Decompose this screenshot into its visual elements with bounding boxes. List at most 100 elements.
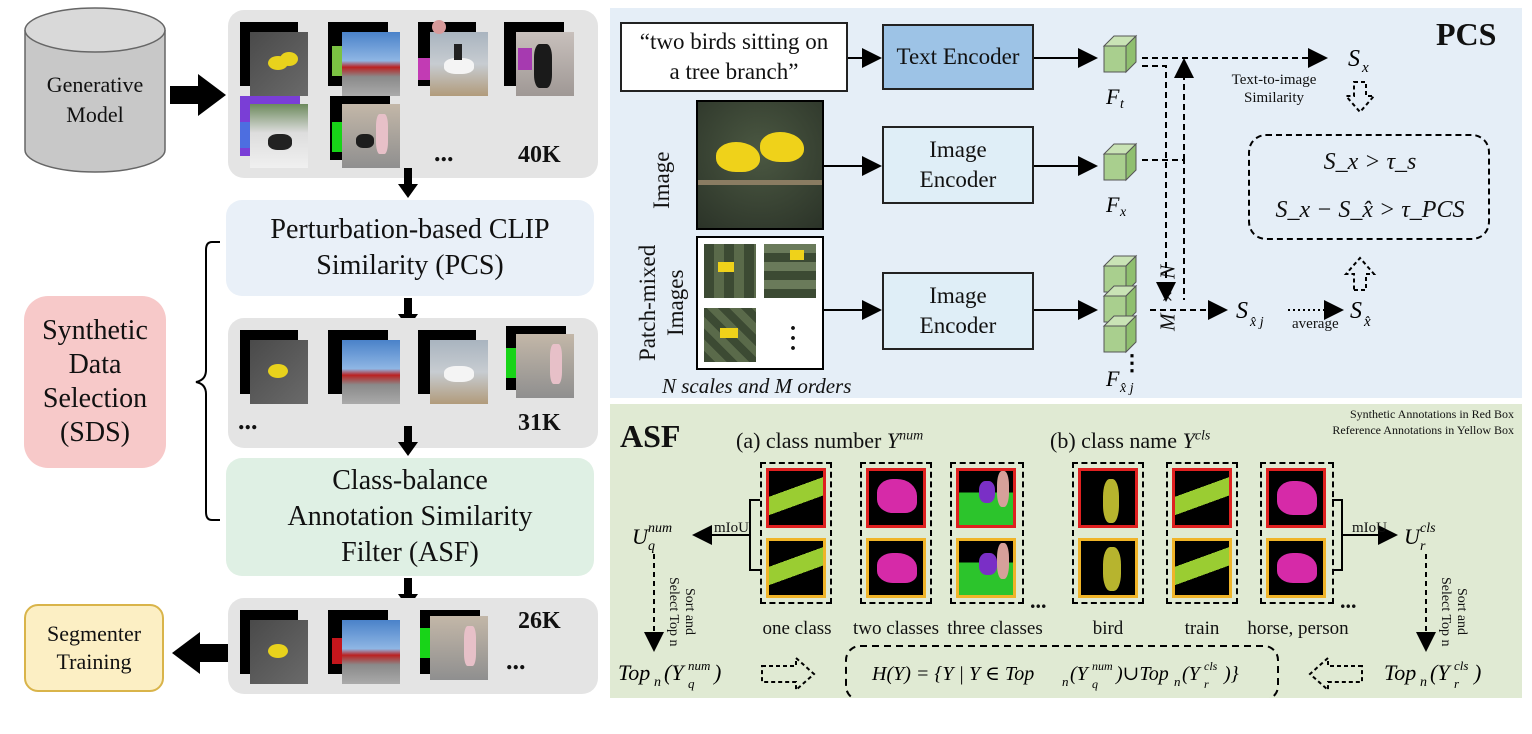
svg-text:U: U: [1404, 524, 1422, 549]
svg-text:r: r: [1454, 676, 1460, 691]
ellipsis-26k: ...: [506, 646, 526, 675]
thumb-bird: [250, 32, 308, 96]
asf-panel: [610, 404, 1522, 698]
cube-stack: ⋮: [1102, 254, 1143, 375]
asf-title: ASF: [620, 418, 681, 454]
svg-text:cls: cls: [1204, 659, 1218, 673]
thumb-bird-26k: [250, 620, 308, 684]
svg-text:(Y: (Y: [1182, 663, 1202, 685]
col-label-train: train: [1184, 618, 1220, 639]
class-number-label: (a) class number Ynum: [736, 428, 924, 453]
patch-mixed-box: ...: [696, 236, 824, 370]
col-label-three-classes: three classes: [947, 618, 1043, 639]
asf-legend-red: Synthetic Annotations in Red Box: [1350, 407, 1514, 421]
col-label-two-classes: two classes: [852, 618, 939, 639]
mask-three-classes-synthetic: [956, 468, 1016, 528]
svg-text:q: q: [1092, 677, 1098, 691]
thumb-train-26k: [342, 620, 400, 684]
mask-bird-synthetic: [1078, 468, 1138, 528]
average-label: average: [1292, 316, 1339, 332]
svg-text:r: r: [1420, 539, 1426, 554]
svg-text:U: U: [632, 524, 650, 549]
ellipsis-40k: ...: [434, 138, 454, 167]
svg-text:n: n: [1420, 675, 1427, 690]
thumb-horse: [430, 32, 488, 96]
svg-text:F: F: [1105, 192, 1120, 217]
scales-orders-label: N scales and M orders: [662, 374, 852, 398]
mask-one-class-reference: [766, 538, 826, 598]
svg-text:Top: Top: [618, 660, 650, 685]
svg-text:num: num: [1092, 659, 1113, 673]
asf-step-box: Class-balance Annotation Similarity Filt…: [226, 458, 594, 576]
svg-text:x: x: [1361, 60, 1369, 76]
svg-text:x̂: x̂: [1363, 314, 1371, 330]
cube-ft: [1102, 34, 1138, 74]
svg-text:num: num: [688, 658, 710, 673]
ellipsis-b: ...: [1340, 588, 1357, 613]
svg-text:)∪Top: )∪Top: [1115, 663, 1169, 685]
patch-vertical-dots: ...: [790, 310, 796, 356]
svg-text:q: q: [688, 676, 695, 691]
count-31k: 31K: [518, 410, 561, 436]
col-label-one-class: one class: [762, 618, 832, 639]
svg-text:(Y: (Y: [1070, 663, 1090, 685]
mask-horse-person-reference: [1266, 538, 1326, 598]
mask-two-classes-reference: [866, 538, 926, 598]
arrow-to-segmenter: [172, 632, 228, 674]
text-image-similarity-label: Text-to-image Similarity: [1231, 72, 1317, 106]
class-name-label: (b) class name Ycls: [1050, 428, 1211, 453]
sort-select-right: Sort and Select Top n: [1438, 577, 1469, 647]
thumb-horse-31k: [430, 340, 488, 404]
mask-three-classes-reference: [956, 538, 1016, 598]
pcs-step-box: Perturbation-based CLIP Similarity (PCS): [226, 200, 594, 296]
svg-text:F: F: [1105, 366, 1120, 391]
svg-text:): ): [1472, 660, 1481, 685]
image-encoder-box-1: Image Encoder: [882, 126, 1034, 204]
svg-text:H(Y) = {Y | Y ∈ Top: H(Y) = {Y | Y ∈ Top: [871, 663, 1034, 685]
svg-text:(Y: (Y: [664, 660, 686, 685]
col-three-classes: [950, 462, 1024, 604]
threshold-conditions-box: [1248, 134, 1490, 240]
miou-right-label: mIoU: [1352, 520, 1387, 536]
cube-fx: [1102, 142, 1138, 182]
svg-text:t: t: [1120, 97, 1125, 112]
count-26k: 26K: [518, 608, 561, 634]
down-arrow-1: [398, 168, 418, 198]
svg-text:)}: )}: [1223, 663, 1239, 685]
mask-horse-person-synthetic: [1266, 468, 1326, 528]
text-prompt-box: “two birds sitting on a tree branch”: [620, 22, 848, 92]
pcs-input-image: [696, 100, 824, 230]
segmenter-training-box: Segmenter Training: [24, 604, 164, 692]
thumb-woman-31k: [516, 334, 574, 398]
mask-two-classes-synthetic: [866, 468, 926, 528]
svg-text:Top: Top: [1384, 660, 1416, 685]
sds-brace: [195, 241, 220, 521]
svg-text:F: F: [1105, 84, 1120, 109]
mask-train-reference: [1172, 538, 1232, 598]
images-panel-40k: ... 40K: [228, 10, 598, 178]
text-encoder-box: Text Encoder: [882, 24, 1034, 90]
col-label-bird: bird: [1092, 618, 1124, 639]
col-bird: [1072, 462, 1144, 604]
class-name-text: (b) class name: [1050, 428, 1178, 453]
patch-thumb-3: [704, 308, 756, 362]
thumb-woman-dog: [342, 104, 400, 168]
miou-left-label: mIoU: [714, 520, 749, 536]
thumb-sofa-dog: [250, 104, 308, 168]
patch-thumb-2: [764, 244, 816, 298]
col-train: [1166, 462, 1238, 604]
generative-model-label: Generative Model: [46, 72, 144, 127]
svg-text:x̂ j: x̂ j: [1119, 381, 1134, 396]
arrow-gen-to-images: [170, 74, 226, 116]
ellipsis-31k: ...: [238, 406, 258, 435]
svg-text:n: n: [1062, 674, 1069, 689]
images-panel-31k: ... 31K: [228, 318, 598, 448]
asf-legend-yellow: Reference Annotations in Yellow Box: [1332, 423, 1514, 437]
svg-text:x̂ j: x̂ j: [1249, 315, 1264, 330]
svg-text:⋮: ⋮: [1121, 350, 1143, 375]
col-one-class: [760, 462, 832, 604]
svg-text:cls: cls: [1420, 521, 1436, 536]
thumb-train-31k: [342, 340, 400, 404]
